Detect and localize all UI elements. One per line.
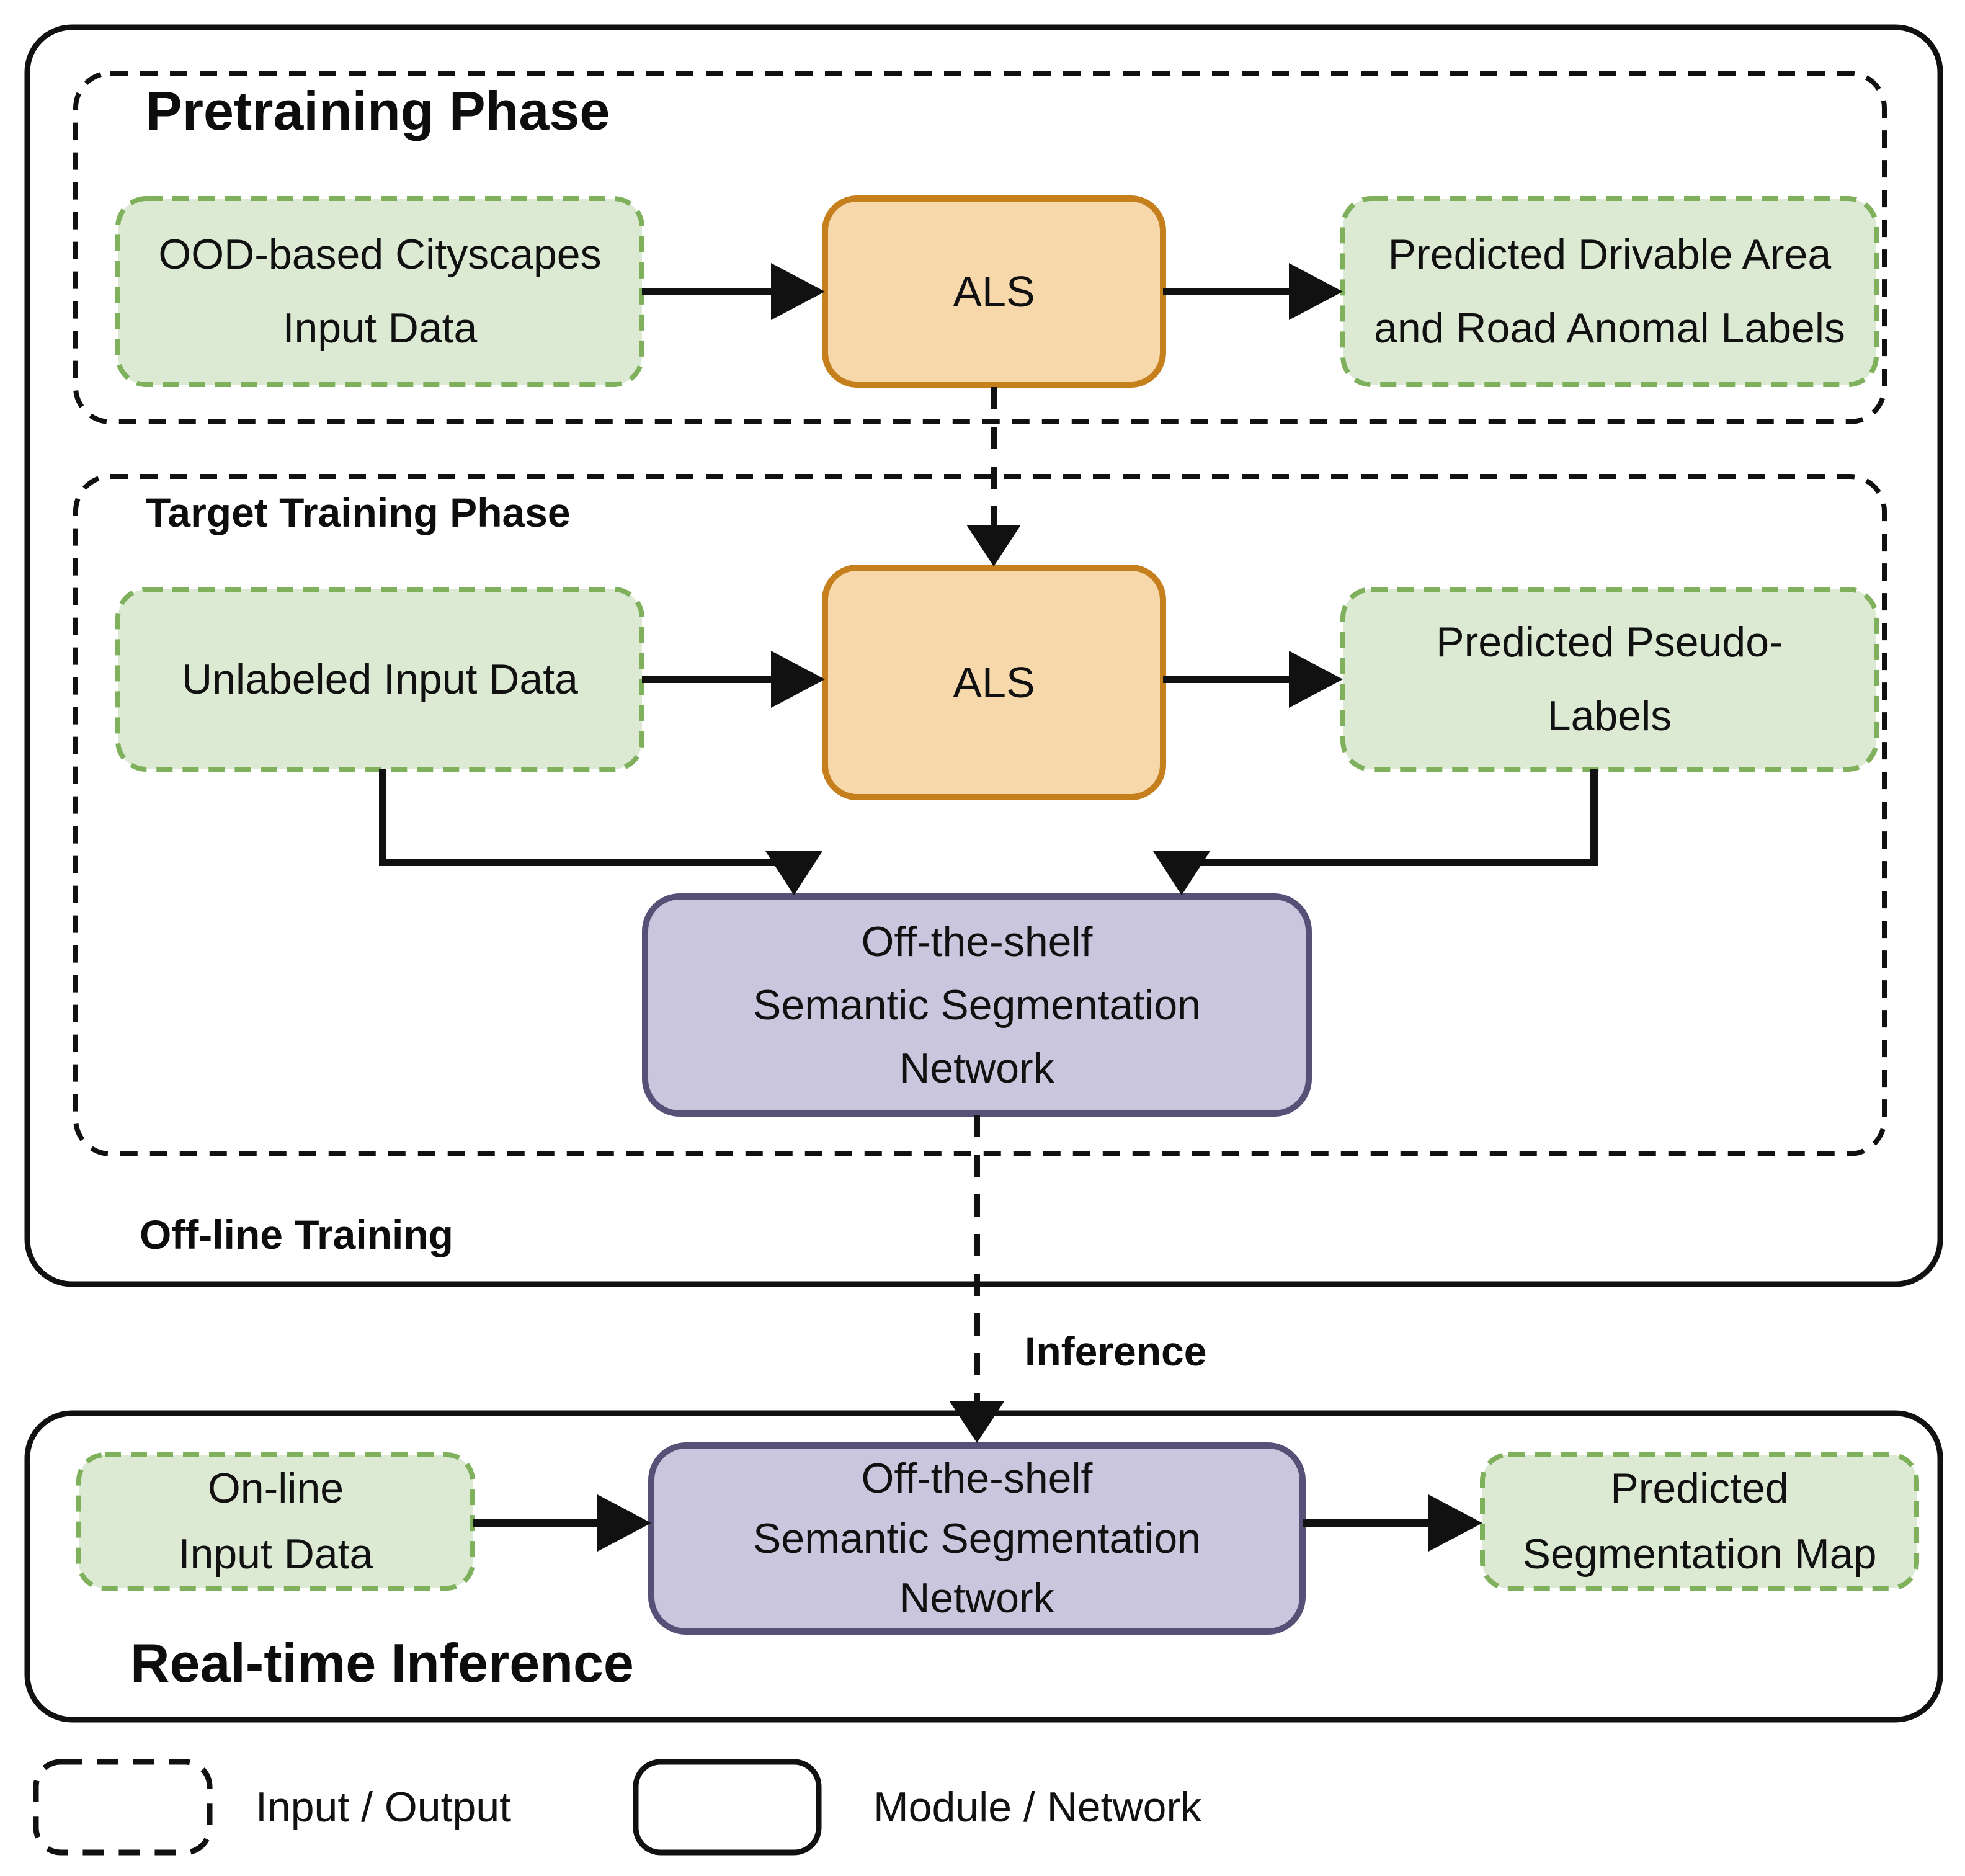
- target-training-phase-box: [73, 474, 1887, 1156]
- als-module-label-target: ALS: [953, 658, 1035, 707]
- elbow-unlabeled-to-network: [379, 769, 798, 866]
- arrow-online-to-network-head: [597, 1494, 651, 1552]
- legend-module-swatch: [633, 1759, 822, 1856]
- offline-training-label: Off-line Training: [140, 1212, 453, 1257]
- unlabeled-input-label: Unlabeled Input Data: [182, 655, 578, 703]
- predicted-pseudo-labels-box: [1340, 587, 1879, 772]
- als-module-label-pretraining: ALS: [953, 267, 1035, 316]
- segmentation-network-label-inference: Off-the-shelf Semantic Segmentation Netw…: [753, 1455, 1201, 1622]
- legend-io-label: Input / Output: [256, 1783, 512, 1831]
- arrow-als-to-pseudo-head: [1289, 651, 1343, 708]
- target-training-phase-title: Target Training Phase: [146, 489, 571, 535]
- inference-arrow-label: Inference: [1025, 1328, 1207, 1374]
- predicted-drivable-area-label: Predicted Drivable Area and Road Anomal …: [1374, 231, 1845, 352]
- legend-module-label: Module / Network: [873, 1783, 1202, 1831]
- offline-training-container-box: [24, 24, 1943, 1287]
- elbow-pseudo-to-network-head: [1153, 851, 1210, 895]
- pretraining-phase-box: [73, 71, 1887, 424]
- legend-io-swatch: [33, 1759, 213, 1856]
- arrow-unlabeled-to-als-head: [771, 651, 825, 708]
- ood-cityscapes-input-label: OOD-based Cityscapes Input Data: [158, 231, 602, 352]
- arrow-network-to-segmap-head: [1428, 1494, 1482, 1552]
- dashed-arrow-als-to-als-head: [966, 525, 1021, 566]
- elbow-pseudo-to-network: [1178, 769, 1598, 866]
- segmentation-network-box-inference: [648, 1442, 1306, 1635]
- realtime-inference-label: Real-time Inference: [130, 1632, 634, 1694]
- arrow-ood-to-als-head: [771, 263, 825, 320]
- elbow-unlabeled-to-network-head: [765, 851, 822, 895]
- pretraining-phase-title: Pretraining Phase: [146, 80, 610, 141]
- dashed-arrow-inference-head: [950, 1401, 1004, 1443]
- predicted-segmentation-map-label: Predicted Segmentation Map: [1522, 1465, 1877, 1578]
- predicted-segmentation-map-box: [1480, 1452, 1919, 1591]
- segmentation-network-box-training: [642, 893, 1312, 1117]
- arrow-als-to-drivable-head: [1289, 263, 1343, 320]
- predicted-pseudo-labels-label: Predicted Pseudo- Labels: [1436, 619, 1783, 739]
- online-input-label: On-line Input Data: [178, 1465, 373, 1578]
- segmentation-network-label-training: Off-the-shelf Semantic Segmentation Netw…: [753, 918, 1201, 1092]
